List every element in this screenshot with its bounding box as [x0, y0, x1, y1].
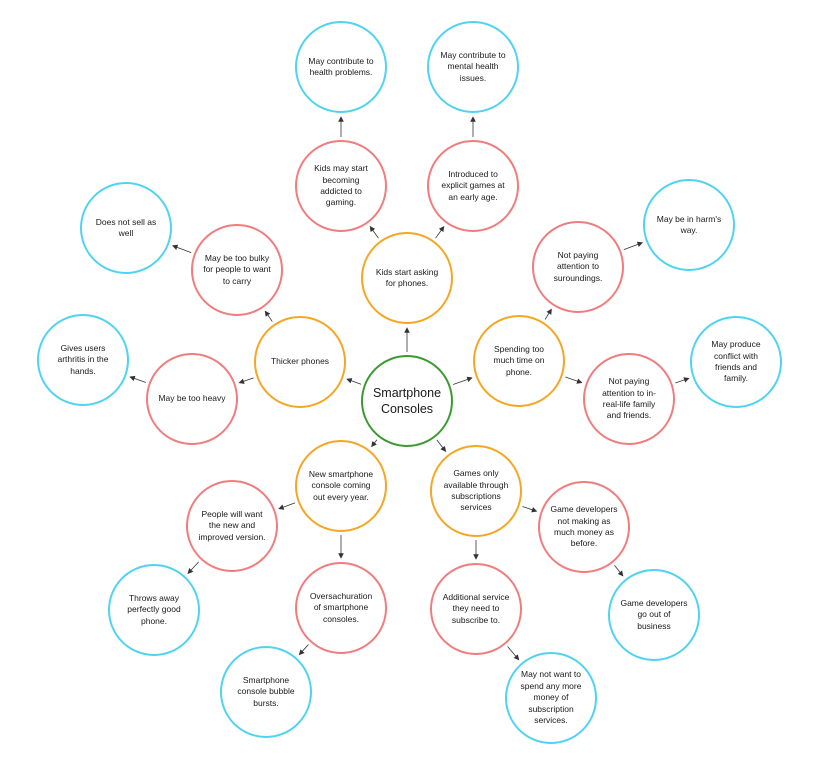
node-subscriptions: Games only available through subscriptio…	[430, 445, 522, 537]
node-label: Introduced to explicit games at an early…	[441, 168, 505, 202]
connector-arrow	[298, 644, 309, 656]
connector-arrow	[346, 378, 362, 385]
connector-arrow	[544, 308, 552, 320]
node-label: Does not sell as well	[95, 216, 157, 238]
connector-arrow	[675, 377, 690, 384]
node-label: Spending too much time on phone.	[493, 343, 545, 377]
node-mental-health: May contribute to mental health issues.	[427, 21, 519, 113]
node-new-console: New smartphone console coming out every …	[295, 440, 387, 532]
node-want-new: People will want the new and improved ve…	[186, 480, 278, 572]
node-label: Oversachuration of smartphone consoles.	[309, 590, 373, 624]
connector-arrow	[238, 377, 254, 384]
node-label: May be too bulky for people to want to c…	[203, 252, 271, 286]
connector-arrow	[436, 439, 447, 452]
connector-arrow	[453, 376, 473, 385]
node-label: May contribute to health problems.	[308, 55, 374, 77]
node-explicit-games: Introduced to explicit games at an early…	[427, 140, 519, 232]
node-throws-away: Throws away perfectly good phone.	[108, 564, 200, 656]
connector-arrow	[507, 646, 520, 661]
connector-arrow	[369, 225, 379, 239]
node-label: Smartphone console bubble bursts.	[237, 674, 295, 708]
node-kids-start-asking: Kids start asking for phones.	[361, 232, 453, 324]
node-label: Not paying attention to in-real-life fam…	[602, 376, 656, 421]
node-devs-out-of-business: Game developers go out of business	[608, 569, 700, 661]
node-not-spend-more: May not want to spend any more money of …	[505, 652, 597, 744]
node-label: May contribute to mental health issues.	[440, 49, 506, 83]
node-label: May produce conflict with friends and fa…	[711, 339, 761, 384]
node-label: Kids start asking for phones.	[375, 266, 439, 288]
node-label: Games only available through subscriptio…	[443, 468, 509, 513]
node-too-heavy: May be too heavy	[146, 353, 238, 445]
node-spending-time: Spending too much time on phone.	[473, 315, 565, 407]
node-arthritis: Gives users arthritis in the hands.	[37, 314, 129, 406]
node-label: Not paying attention to suroundings.	[553, 249, 603, 283]
node-devs-less-money: Game developers not making as much money…	[538, 481, 630, 573]
connector-arrow	[522, 506, 538, 513]
center-label: Smartphone Consoles	[372, 385, 442, 416]
node-label: Game developers not making as much money…	[550, 504, 618, 549]
node-label: Throws away perfectly good phone.	[127, 592, 181, 626]
node-oversaturation: Oversachuration of smartphone consoles.	[295, 562, 387, 654]
connector-arrow	[371, 439, 378, 448]
node-not-paying-surroundings: Not paying attention to suroundings.	[532, 221, 624, 313]
node-kids-addicted: Kids may start becoming addicted to gami…	[295, 140, 387, 232]
node-label: New smartphone console coming out every …	[308, 468, 374, 502]
connector-arrow	[278, 502, 296, 510]
node-label: May be in harm's way.	[656, 213, 722, 235]
node-label: May not want to spend any more money of …	[520, 669, 582, 726]
node-conflict: May produce conflict with friends and fa…	[690, 316, 782, 408]
connector-arrow	[129, 375, 146, 383]
connector-arrow	[614, 565, 624, 577]
node-harms-way: May be in harm's way.	[643, 179, 735, 271]
node-health-problems: May contribute to health problems.	[295, 21, 387, 113]
node-label: People will want the new and improved ve…	[198, 508, 266, 542]
connector-arrow	[172, 244, 192, 254]
node-label: Gives users arthritis in the hands.	[57, 342, 109, 376]
node-bubble-bursts: Smartphone console bubble bursts.	[220, 646, 312, 738]
node-not-paying-family: Not paying attention to in-real-life fam…	[583, 353, 675, 445]
connector-arrow	[623, 241, 643, 251]
node-label: Thicker phones	[270, 356, 330, 367]
node-label: Additional service they need to subscrib…	[442, 591, 510, 625]
node-thicker-phones: Thicker phones	[254, 316, 346, 408]
node-label: May be too heavy	[158, 393, 226, 404]
center-node: Smartphone Consoles	[361, 355, 453, 447]
connector-arrow	[187, 561, 199, 574]
connector-arrow	[565, 376, 583, 384]
connector-arrow	[435, 225, 445, 239]
node-label: Kids may start becoming addicted to gami…	[314, 163, 368, 208]
node-additional-service: Additional service they need to subscrib…	[430, 563, 522, 655]
node-label: Game developers go out of business	[620, 597, 688, 631]
node-too-bulky: May be too bulky for people to want to c…	[191, 224, 283, 316]
connector-arrow	[264, 310, 273, 322]
node-not-sell: Does not sell as well	[80, 182, 172, 274]
